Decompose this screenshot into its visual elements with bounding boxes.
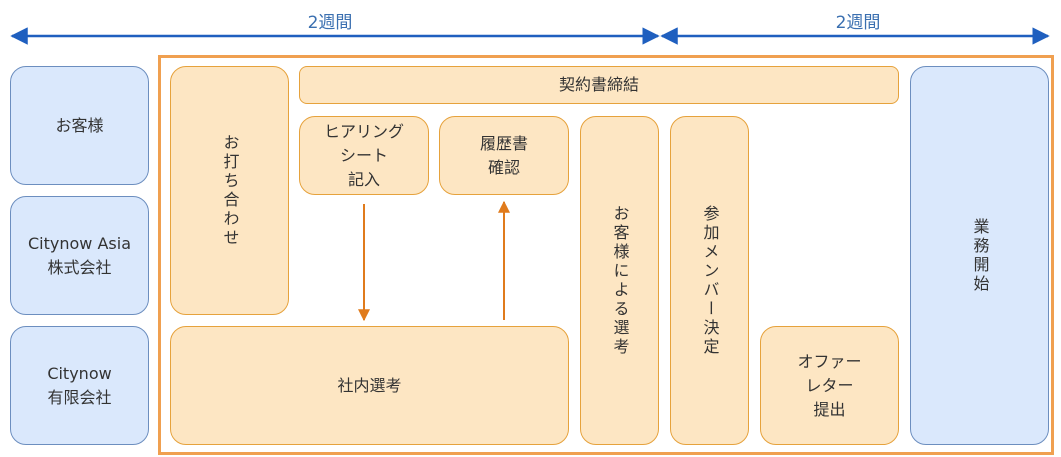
process-frame [158, 55, 1054, 455]
step-offer-letter: オファー レター 提出 [760, 326, 899, 445]
step-meeting: お打ち合わせ [170, 66, 289, 315]
step-hearing-sheet: ヒアリング シート 記入 [299, 116, 429, 195]
step-contract: 契約書締結 [299, 66, 899, 104]
actor-client: お客様 [10, 66, 149, 185]
step-client-selection: お客様による選考 [580, 116, 659, 445]
actor-citynow-asia: Citynow Asia 株式会社 [10, 196, 149, 315]
step-internal-selection: 社内選考 [170, 326, 569, 445]
step-resume-check: 履歴書 確認 [439, 116, 569, 195]
step-work-start: 業務開始 [910, 66, 1049, 445]
actor-citynow-yugen: Citynow 有限会社 [10, 326, 149, 445]
step-member-decision: 参加メンバー決定 [670, 116, 749, 445]
